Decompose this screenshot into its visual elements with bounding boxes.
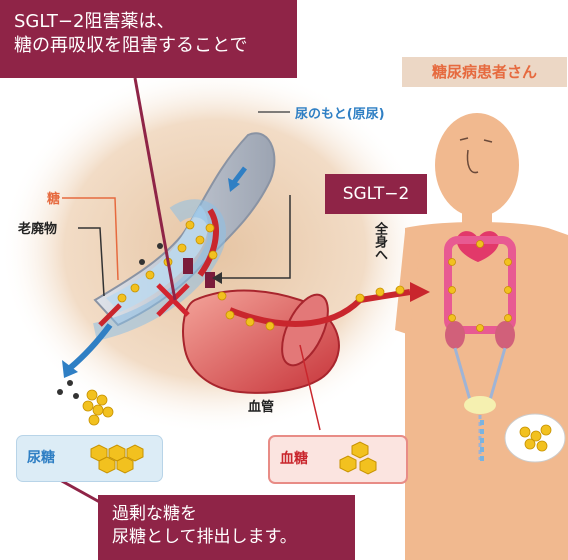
- callout-top-line1: SGLT−2阻害薬は、: [14, 10, 297, 34]
- urine-sugar-label: 尿糖: [27, 447, 55, 467]
- blood-sugar-box: 血糖: [268, 435, 408, 484]
- callout-excretion: 過剰な糖を 尿糖として排出します。: [98, 495, 355, 560]
- label-sugar: 糖: [47, 188, 60, 207]
- sglt2-transporter-1: [205, 272, 215, 288]
- blood-sugar-label: 血糖: [280, 448, 308, 468]
- label-waste: 老廃物: [18, 218, 57, 237]
- callout-sglt2: SGLT−2: [325, 174, 427, 214]
- urine-sugar-box: 尿糖: [16, 435, 163, 482]
- callout-bottom-line1: 過剰な糖を: [112, 503, 355, 526]
- patient-label: 糖尿病患者さん: [402, 57, 567, 87]
- callout-bottom-line2: 尿糖として排出します。: [112, 526, 355, 549]
- sglt2-transporter-2: [183, 258, 193, 274]
- urine-sugar-glucose-icon: [77, 439, 157, 479]
- label-blood-vessel: 血管: [248, 396, 274, 415]
- blood-sugar-glucose-icon: [330, 440, 390, 480]
- label-whole-body: 全身へ: [370, 222, 389, 261]
- label-urine-origin: 尿のもと(原尿): [295, 103, 385, 122]
- callout-top-line2: 糖の再吸収を阻害することで: [14, 34, 297, 58]
- callout-sglt2-inhibitor: SGLT−2阻害薬は、 糖の再吸収を阻害することで: [0, 0, 297, 78]
